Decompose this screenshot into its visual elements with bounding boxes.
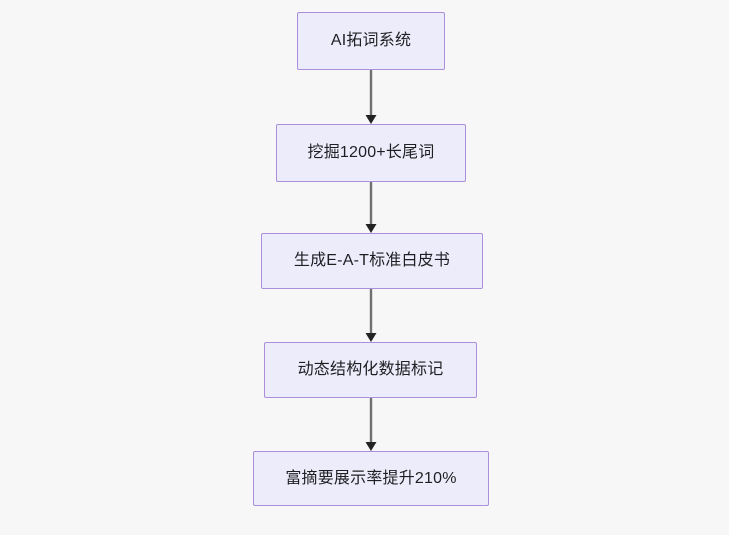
flow-edge-n1-to-n2 bbox=[361, 70, 381, 124]
flow-node-rich-snippet-rate-increase[interactable]: 富摘要展示率提升210% bbox=[253, 451, 489, 506]
flow-edge-n3-to-n4 bbox=[361, 289, 381, 342]
flow-node-label: 动态结构化数据标记 bbox=[297, 361, 444, 379]
flow-node-label: 富摘要展示率提升210% bbox=[285, 469, 457, 487]
flow-node-ai-keyword-system[interactable]: AI拓词系统 bbox=[297, 12, 445, 70]
flow-edge-n4-to-n5 bbox=[361, 398, 381, 451]
arrow-down-icon bbox=[365, 289, 377, 342]
flow-node-dynamic-structured-data-markup[interactable]: 动态结构化数据标记 bbox=[264, 342, 477, 398]
flow-node-label: 挖掘1200+长尾词 bbox=[307, 144, 435, 162]
flow-node-label: AI拓词系统 bbox=[330, 32, 412, 50]
arrow-down-icon bbox=[365, 398, 377, 451]
arrow-down-icon bbox=[365, 70, 377, 124]
flow-node-mine-longtail-keywords[interactable]: 挖掘1200+长尾词 bbox=[276, 124, 466, 182]
flow-node-label: 生成E-A-T标准白皮书 bbox=[293, 252, 451, 270]
flow-edge-n2-to-n3 bbox=[361, 182, 381, 233]
arrow-down-icon bbox=[365, 182, 377, 233]
flow-node-generate-eat-whitepaper[interactable]: 生成E-A-T标准白皮书 bbox=[261, 233, 483, 289]
